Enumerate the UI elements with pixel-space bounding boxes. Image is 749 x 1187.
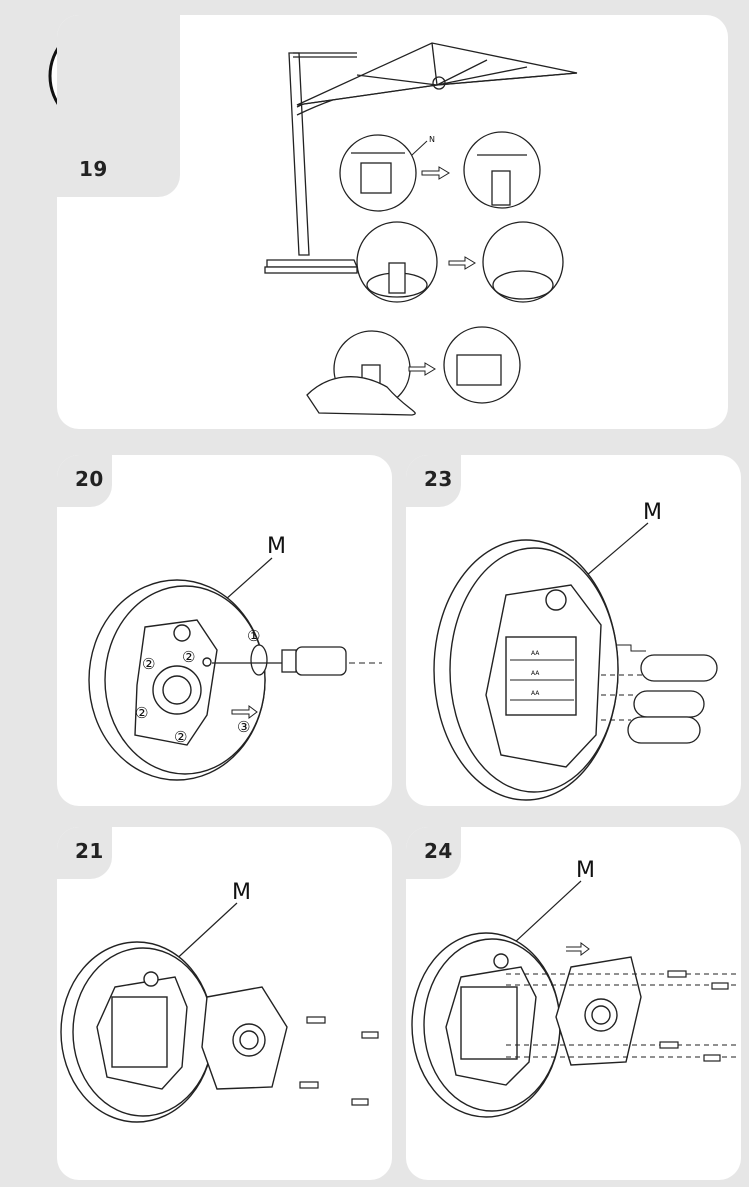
battery-text-1: AA: [531, 650, 540, 657]
mark-3: ③: [237, 718, 250, 736]
step-19-panel: 19 N: [57, 15, 728, 429]
part-label-M: M: [267, 534, 286, 559]
mark-2c: ②: [135, 704, 148, 722]
part-label-M: M: [643, 500, 662, 525]
step-20-illustration: M ① ② ② ② ② ③: [57, 455, 392, 806]
battery-text-3: AA: [531, 690, 540, 697]
part-label-M: M: [232, 880, 251, 905]
step-20-panel: 20 M ① ② ② ② ② ③: [57, 455, 392, 806]
mark-2a: ②: [142, 655, 155, 673]
step-19-illustration: N: [57, 15, 728, 429]
step-24-panel: 24 M: [406, 827, 741, 1180]
part-label-M: M: [576, 858, 595, 883]
step-21-illustration: M: [57, 827, 392, 1180]
step-23-panel: 23 M AA AA AA: [406, 455, 741, 806]
mark-2d: ②: [174, 728, 187, 746]
step-24-illustration: M: [406, 827, 741, 1180]
mark-2b: ②: [182, 648, 195, 666]
step-21-panel: 21 M: [57, 827, 392, 1180]
step-23-illustration: M AA AA AA: [406, 455, 741, 806]
mark-1: ①: [247, 627, 260, 645]
callout-N: N: [429, 135, 435, 144]
battery-text-2: AA: [531, 670, 540, 677]
